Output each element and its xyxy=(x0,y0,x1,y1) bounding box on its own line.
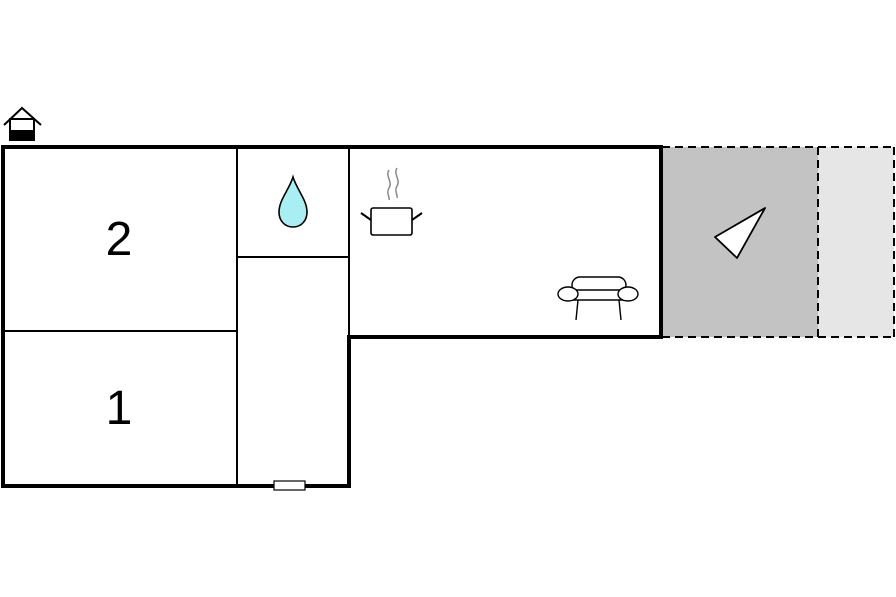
cooking-pot-icon xyxy=(360,167,423,236)
exterior-walls xyxy=(1,145,663,488)
room-label-1: 1 xyxy=(106,382,133,435)
water-drop-icon xyxy=(278,174,308,228)
house-floor-icon xyxy=(3,106,42,141)
terrace-open xyxy=(818,147,894,337)
terrace-border xyxy=(662,146,895,338)
interior-walls xyxy=(3,147,350,486)
sofa-icon xyxy=(557,276,639,321)
room-label-2: 2 xyxy=(106,213,133,266)
entrance-door xyxy=(273,480,306,491)
direction-triangle-icon xyxy=(714,207,766,259)
